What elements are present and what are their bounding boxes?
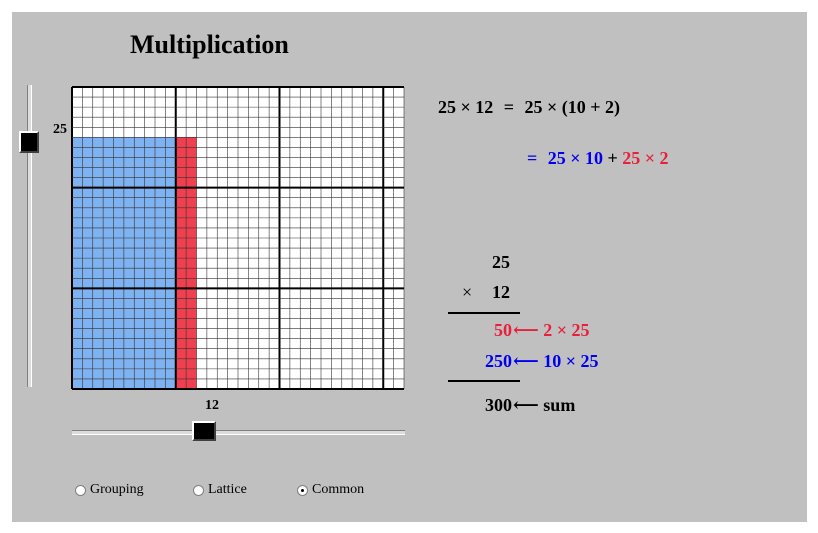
partial-product-1-note: ⟵ 2 × 25 — [513, 320, 590, 340]
radio-grouping[interactable]: Grouping — [75, 482, 144, 498]
plus-sign: + — [607, 148, 618, 168]
horizontal-slider-thumb[interactable] — [192, 421, 216, 441]
equation-rhs: 25 × (10 + 2) — [524, 97, 621, 117]
product-total-note: ⟵ sum — [513, 395, 576, 415]
radio-lattice-circle-icon[interactable] — [193, 484, 204, 496]
equals-sign: = — [503, 97, 515, 117]
radio-common-label: Common — [312, 482, 365, 497]
radio-grouping-label: Grouping — [90, 482, 144, 497]
multiplication-grid — [71, 86, 405, 390]
sum-line — [448, 380, 520, 382]
multiplicand: 25 — [492, 252, 510, 272]
divider-line — [448, 312, 520, 314]
equation-line-2: = 25 × 10 + 25 × 2 — [527, 148, 669, 169]
equals-sign-2: = — [527, 148, 538, 168]
multiplier: 12 — [492, 282, 510, 302]
radio-common-circle-icon[interactable] — [297, 484, 308, 496]
equation-line-1: 25 × 12 = 25 × (10 + 2) — [438, 97, 620, 118]
vertical-slider-track[interactable] — [27, 85, 32, 387]
vertical-slider-value: 25 — [53, 122, 67, 137]
radio-lattice-label: Lattice — [208, 482, 247, 497]
times-sign: × — [462, 282, 473, 302]
horizontal-slider-value: 12 — [205, 398, 219, 413]
partial-product-2: 250 — [485, 351, 512, 371]
radio-grouping-circle-icon[interactable] — [75, 484, 86, 496]
horizontal-slider-track[interactable] — [72, 430, 405, 435]
page-title: Multiplication — [130, 30, 289, 59]
product-total: 300 — [485, 395, 512, 415]
equation-term-red: 25 × 2 — [622, 148, 669, 168]
partial-product-1: 50 — [494, 320, 512, 340]
equation-term-blue: 25 × 10 — [547, 148, 604, 168]
partial-product-2-note: ⟵ 10 × 25 — [513, 351, 599, 371]
equation-lhs: 25 × 12 — [438, 97, 494, 117]
radio-lattice[interactable]: Lattice — [193, 482, 247, 498]
radio-common[interactable]: Common — [297, 482, 364, 498]
vertical-slider-thumb[interactable] — [19, 131, 39, 153]
